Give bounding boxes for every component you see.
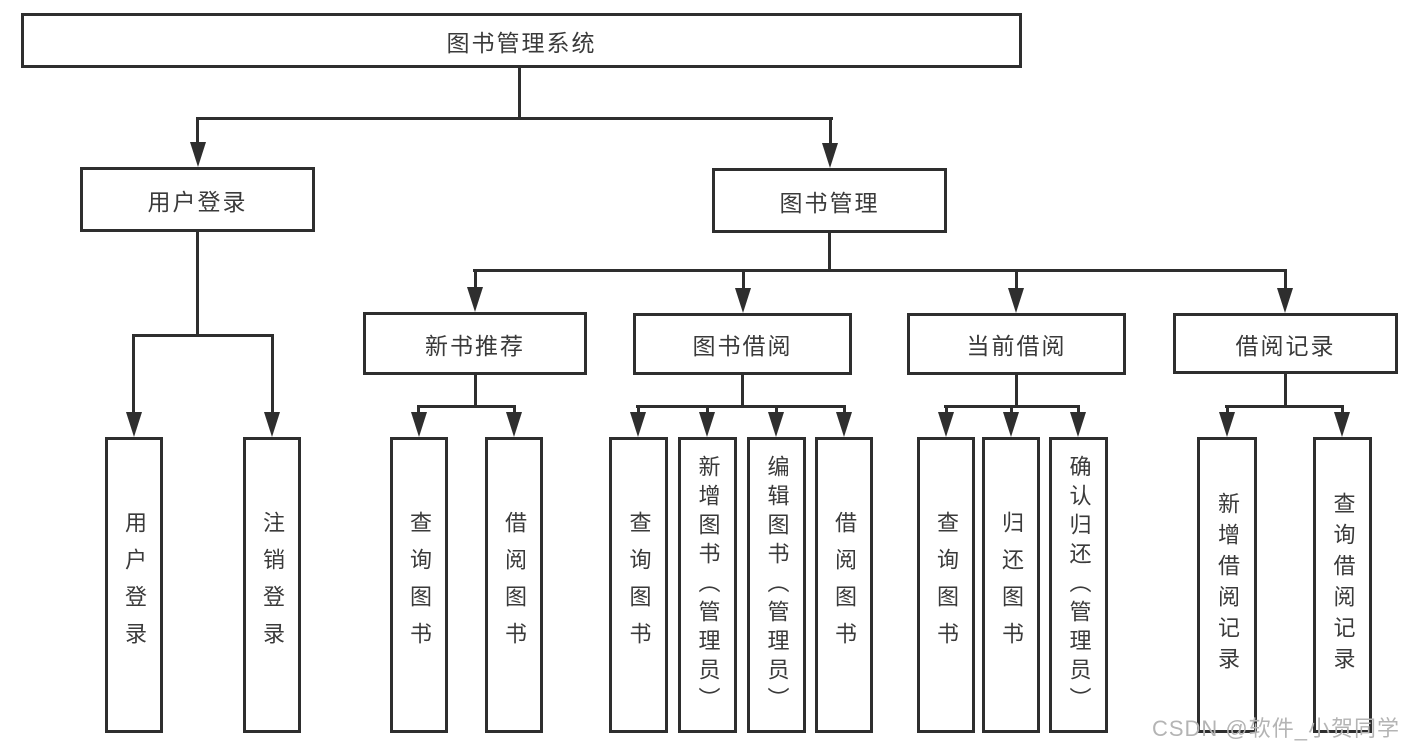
arrow-head-borrow-book-2 <box>836 412 852 437</box>
arrow-head-confirm-return <box>1070 412 1086 437</box>
arrow-head-book-borrow <box>735 288 751 313</box>
leaf-return-book-label: 归还图书 <box>999 511 1024 659</box>
leaf-add-record: 新增借阅记录 <box>1197 437 1257 733</box>
arrow-shaft-add-record <box>1226 405 1229 415</box>
arrow-shaft-confirm-return <box>1077 405 1080 415</box>
arrow-head-current-borrow <box>1008 288 1024 313</box>
arrow-shaft-query-record <box>1341 405 1344 415</box>
arrow-shaft-book-mgmt <box>829 117 832 146</box>
arrow-shaft-current-borrow <box>1015 269 1018 289</box>
arrow-shaft-query-book-1 <box>417 405 420 415</box>
connector-user-login-trunk <box>196 232 199 337</box>
arrow-head-query-book-1 <box>411 412 427 437</box>
connector-book-mgmt-trunk <box>828 233 831 271</box>
arrow-shaft-new-book-rec <box>474 269 477 289</box>
leaf-confirm-return-label: 确认归还（管理员） <box>1066 454 1092 716</box>
connector-borrow-records-trunk <box>1284 374 1287 408</box>
arrow-shaft-borrow-records <box>1284 269 1287 289</box>
arrow-head-leaf-user-login <box>126 412 142 437</box>
leaf-user-login-label: 用户登录 <box>122 511 147 659</box>
arrow-shaft-leaf-user-login <box>132 334 135 412</box>
connector-book-borrow-trunk <box>741 375 744 408</box>
arrow-shaft-edit-book <box>775 405 778 415</box>
leaf-add-record-label: 新增借阅记录 <box>1215 492 1240 678</box>
leaf-borrow-book-1-label: 借阅图书 <box>502 511 527 659</box>
node-user-login: 用户登录 <box>80 167 315 232</box>
arrow-shaft-book-borrow <box>742 269 745 289</box>
arrow-head-query-book-3 <box>938 412 954 437</box>
leaf-confirm-return: 确认归还（管理员） <box>1049 437 1108 733</box>
leaf-user-login: 用户登录 <box>105 437 163 733</box>
arrow-shaft-add-book <box>706 405 709 415</box>
connector-root-bar <box>196 117 833 120</box>
arrow-head-query-record <box>1334 412 1350 437</box>
node-user-login-label: 用户登录 <box>147 188 248 215</box>
connector-root-trunk <box>518 68 521 118</box>
csdn-watermark: CSDN @软件_小贺同学 <box>1151 716 1400 741</box>
arrow-head-edit-book <box>768 412 784 437</box>
arrow-shaft-user-login <box>196 117 199 145</box>
arrow-shaft-leaf-logout <box>271 334 274 412</box>
leaf-query-record: 查询借阅记录 <box>1313 437 1372 733</box>
leaf-borrow-book-under-recommend: 借阅图书 <box>485 437 543 733</box>
leaf-query-record-label: 查询借阅记录 <box>1330 492 1356 678</box>
arrow-shaft-query-book-3 <box>945 405 948 415</box>
arrow-head-book-mgmt <box>822 143 838 168</box>
leaf-logout-label: 注销登录 <box>260 511 285 659</box>
leaf-borrow-book-under-borrow: 借阅图书 <box>815 437 873 733</box>
leaf-edit-book-label: 编辑图书（管理员） <box>764 454 790 716</box>
arrow-head-return-book <box>1003 412 1019 437</box>
node-current-borrow: 当前借阅 <box>907 313 1126 375</box>
node-new-book-rec: 新书推荐 <box>363 312 587 375</box>
arrow-shaft-borrow-book-2 <box>843 405 846 415</box>
leaf-add-book-label: 新增图书（管理员） <box>695 454 721 716</box>
arrow-head-user-login <box>190 142 206 167</box>
leaf-add-book: 新增图书（管理员） <box>678 437 737 733</box>
connector-user-login-bar <box>132 334 274 337</box>
leaf-query-book-under-borrow: 查询图书 <box>609 437 668 733</box>
arrow-shaft-borrow-book-1 <box>513 405 516 415</box>
connector-current-borrow-trunk <box>1015 375 1018 408</box>
node-book-mgmt-label: 图书管理 <box>779 189 880 216</box>
leaf-query-book-1-label: 查询图书 <box>407 511 432 659</box>
node-book-borrow: 图书借阅 <box>633 313 852 375</box>
leaf-query-book-2-label: 查询图书 <box>626 511 652 659</box>
arrow-head-query-book-2 <box>630 412 646 437</box>
node-book-mgmt: 图书管理 <box>712 168 947 233</box>
arrow-head-add-record <box>1219 412 1235 437</box>
node-new-book-rec-label: 新书推荐 <box>425 332 525 359</box>
node-borrow-records: 借阅记录 <box>1173 313 1398 374</box>
node-root-label: 图书管理系统 <box>446 29 597 56</box>
arrow-shaft-query-book-2 <box>637 405 640 415</box>
connector-borrow-records-bar <box>1225 405 1344 408</box>
arrow-head-new-book-rec <box>467 287 483 312</box>
arrow-head-borrow-book-1 <box>506 412 522 437</box>
leaf-query-book-3-label: 查询图书 <box>934 511 959 659</box>
node-borrow-records-label: 借阅记录 <box>1235 332 1336 359</box>
connector-book-mgmt-bar <box>473 269 1287 272</box>
leaf-query-book-under-current: 查询图书 <box>917 437 975 733</box>
arrow-head-leaf-logout <box>264 412 280 437</box>
leaf-logout: 注销登录 <box>243 437 301 733</box>
arrow-head-borrow-records <box>1277 288 1293 313</box>
node-book-borrow-label: 图书借阅 <box>692 333 793 359</box>
leaf-return-book: 归还图书 <box>982 437 1040 733</box>
node-current-borrow-label: 当前借阅 <box>966 333 1067 359</box>
connector-book-borrow-bar <box>636 405 846 408</box>
leaf-borrow-book-2-label: 借阅图书 <box>832 511 857 659</box>
connector-new-book-rec-bar <box>417 405 516 408</box>
leaf-query-book-under-recommend: 查询图书 <box>390 437 448 733</box>
arrow-shaft-return-book <box>1010 405 1013 415</box>
leaf-edit-book: 编辑图书（管理员） <box>747 437 806 733</box>
connector-new-book-rec-trunk <box>474 375 477 408</box>
arrow-head-add-book <box>699 412 715 437</box>
node-root: 图书管理系统 <box>21 13 1022 68</box>
